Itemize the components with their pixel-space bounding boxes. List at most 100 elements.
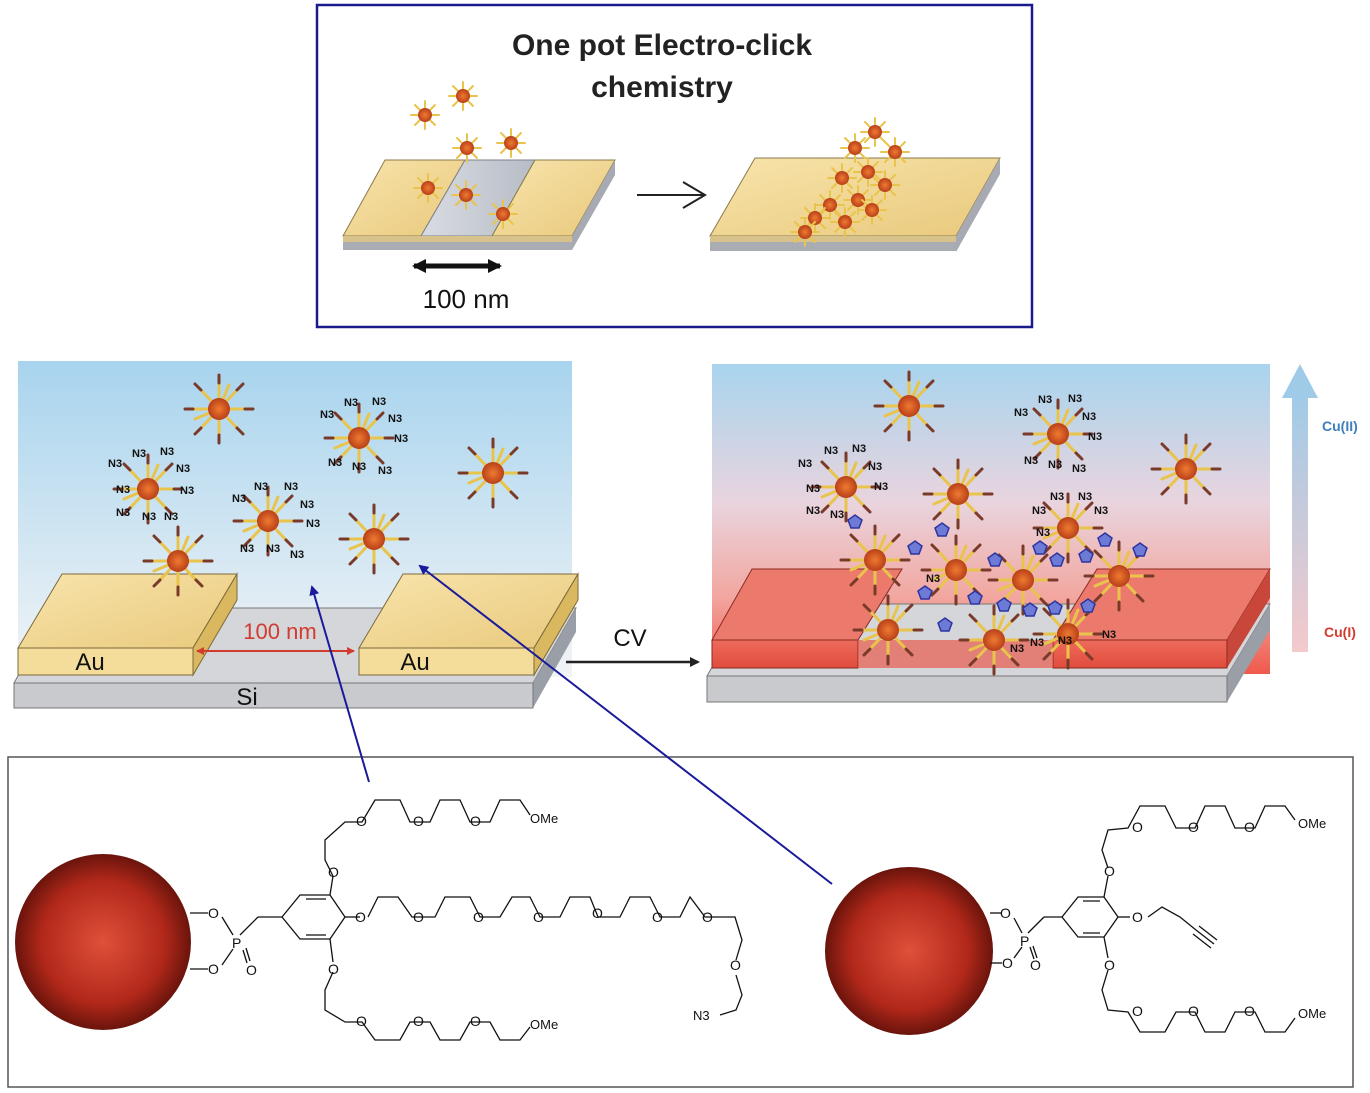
svg-text:O: O	[1188, 1003, 1199, 1019]
svg-text:N3: N3	[1068, 393, 1082, 405]
svg-text:O: O	[356, 1013, 367, 1029]
svg-text:N3: N3	[1088, 431, 1102, 443]
svg-text:O: O	[1244, 1003, 1255, 1019]
ligand-right	[990, 805, 1296, 1033]
svg-text:O: O	[1132, 1003, 1143, 1019]
svg-text:O: O	[1030, 957, 1041, 973]
svg-text:P: P	[1020, 933, 1029, 949]
svg-text:N3: N3	[284, 481, 298, 493]
svg-text:N3: N3	[142, 511, 156, 523]
svg-text:O: O	[413, 909, 424, 925]
svg-text:N3: N3	[254, 481, 268, 493]
svg-text:O: O	[355, 909, 366, 925]
right-electrode-left	[711, 568, 903, 669]
gradient-bar	[1292, 390, 1308, 652]
svg-text:O: O	[533, 909, 544, 925]
right-device-panel: N3 N3 N3 N3 N3 N3 N3 N3 N3 N3 N3 N3 N3 N…	[706, 364, 1271, 703]
svg-text:O: O	[1002, 955, 1013, 971]
inset-gap-label: 100 nm	[423, 284, 510, 314]
svg-text:O: O	[1132, 909, 1143, 925]
svg-text:N3: N3	[1058, 635, 1072, 647]
svg-text:O: O	[208, 961, 219, 977]
svg-text:N3: N3	[806, 483, 820, 495]
inset-process-arrow	[637, 181, 707, 209]
svg-text:N3: N3	[868, 461, 882, 473]
cu-ii-label: Cu(II)	[1322, 418, 1358, 434]
alkyne-particle-pointer-arrow	[418, 564, 833, 885]
azide-labels-left: N3 N3 N3 N3 N3 N3 N3 N3 N3 N3 N3 N3 N3 N…	[108, 396, 408, 561]
svg-text:N3: N3	[1072, 463, 1086, 475]
svg-text:N3: N3	[116, 507, 130, 519]
svg-text:O: O	[1104, 957, 1115, 973]
left-device-panel: Si Au Au 100 nm N3	[13, 361, 579, 711]
ligand-left	[190, 799, 743, 1041]
right-gap-channel	[858, 640, 1053, 668]
svg-text:N3: N3	[874, 481, 888, 493]
svg-text:N3: N3	[1030, 637, 1044, 649]
svg-text:OMe: OMe	[1298, 1006, 1326, 1021]
svg-text:N3: N3	[232, 493, 246, 505]
svg-text:N3: N3	[344, 397, 358, 409]
inset-panel: One pot Electro-click chemistry 100 nm	[315, 3, 1034, 329]
svg-text:N3: N3	[116, 484, 130, 496]
ligand-left-atoms: O O P O O O O O O O OMe O O O O O O O N3…	[208, 811, 741, 1032]
svg-text:N3: N3	[328, 457, 342, 469]
svg-text:N3: N3	[1050, 491, 1064, 503]
svg-text:O: O	[413, 1013, 424, 1029]
svg-text:O: O	[246, 962, 257, 978]
svg-text:N3: N3	[132, 448, 146, 460]
au-electrode-right: Au	[358, 572, 579, 677]
svg-text:N3: N3	[108, 458, 122, 470]
svg-text:N3: N3	[1094, 505, 1108, 517]
svg-text:N3: N3	[798, 458, 812, 470]
svg-text:N3: N3	[164, 511, 178, 523]
svg-text:N3: N3	[394, 433, 408, 445]
svg-text:N3: N3	[240, 543, 254, 555]
svg-text:O: O	[1000, 905, 1011, 921]
molecule-panel: O O P O O O O O O O OMe O O O O O O O N3…	[7, 756, 1354, 1088]
svg-text:O: O	[652, 909, 663, 925]
inset-chip-before	[342, 159, 616, 250]
cv-process-arrow: CV	[566, 625, 700, 667]
svg-text:O: O	[470, 813, 481, 829]
svg-text:N3: N3	[1014, 407, 1028, 419]
svg-text:N3: N3	[372, 396, 386, 408]
svg-text:OMe: OMe	[530, 1017, 558, 1032]
svg-text:OMe: OMe	[1298, 816, 1326, 831]
svg-text:N3: N3	[388, 413, 402, 425]
gradient-arrow-head	[1282, 364, 1318, 398]
svg-text:N3: N3	[180, 485, 194, 497]
svg-text:N3: N3	[1102, 629, 1116, 641]
copper-gradient-scale: Cu(II) Cu(I)	[1282, 364, 1358, 652]
svg-text:N3: N3	[852, 443, 866, 455]
svg-text:N3: N3	[266, 543, 280, 555]
svg-text:N3: N3	[176, 463, 190, 475]
svg-text:N3: N3	[1082, 411, 1096, 423]
svg-text:N3: N3	[378, 465, 392, 477]
svg-text:N3: N3	[1078, 491, 1092, 503]
cu-i-label: Cu(I)	[1324, 624, 1356, 640]
svg-text:N3: N3	[830, 509, 844, 521]
svg-text:N3: N3	[806, 505, 820, 517]
svg-text:O: O	[356, 813, 367, 829]
svg-text:N3: N3	[824, 445, 838, 457]
svg-text:O: O	[1244, 819, 1255, 835]
molecule-panel-border	[7, 756, 1354, 1088]
svg-text:N3: N3	[290, 549, 304, 561]
svg-text:O: O	[592, 905, 603, 921]
cv-label: CV	[613, 625, 646, 652]
svg-text:N3: N3	[320, 409, 334, 421]
svg-text:N3: N3	[1032, 505, 1046, 517]
svg-text:O: O	[702, 909, 713, 925]
svg-text:O: O	[208, 905, 219, 921]
inset-title-line2: chemistry	[591, 71, 733, 104]
svg-text:N3: N3	[1048, 459, 1062, 471]
svg-text:P: P	[232, 935, 241, 951]
svg-text:O: O	[413, 813, 424, 829]
svg-text:N3: N3	[306, 518, 320, 530]
gap-label: 100 nm	[243, 619, 316, 644]
svg-text:N3: N3	[160, 446, 174, 458]
svg-text:N3: N3	[300, 499, 314, 511]
svg-text:O: O	[328, 961, 339, 977]
svg-text:O: O	[328, 864, 339, 880]
